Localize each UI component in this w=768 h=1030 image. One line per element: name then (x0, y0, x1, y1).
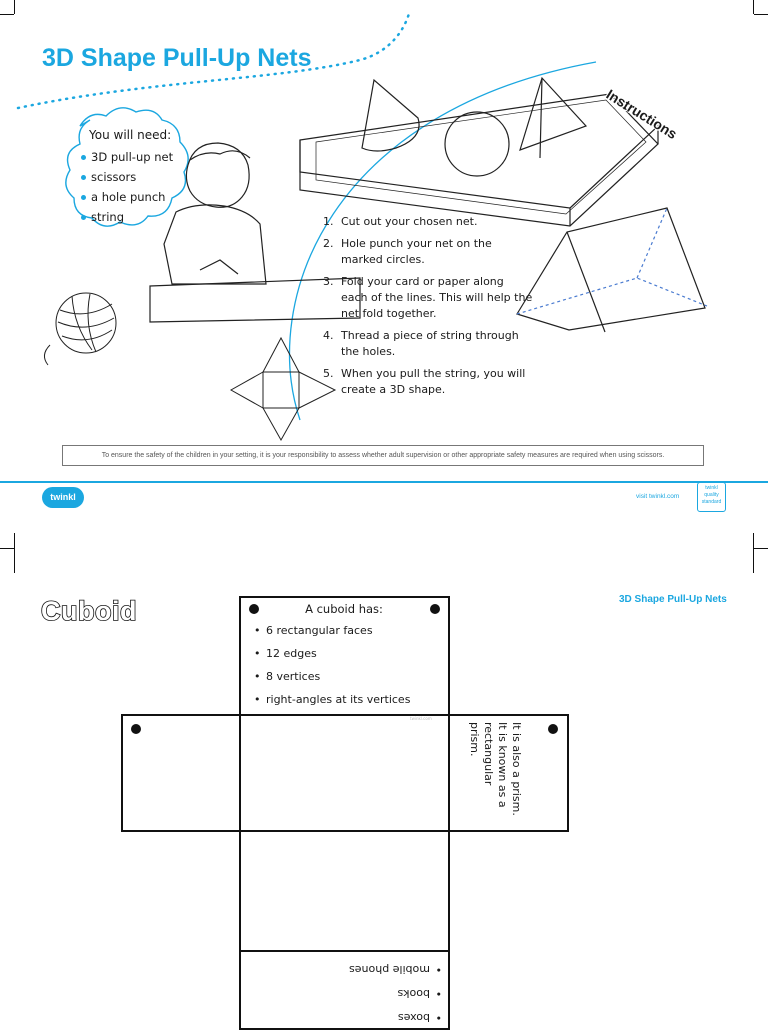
crop-mark (754, 548, 768, 549)
sandbox-illustration (299, 76, 659, 227)
step-number: 2. (323, 237, 334, 250)
bullet-icon (81, 155, 86, 160)
step-item: 4. Thread a piece of string through the h… (323, 328, 533, 360)
net-face-top (239, 596, 450, 716)
crop-mark (14, 0, 15, 14)
list-item-label: scissors (91, 170, 137, 184)
twinkl-logo[interactable]: twinkl (42, 487, 84, 508)
visit-link[interactable]: visit twinkl.com (636, 493, 680, 500)
crop-mark (753, 0, 754, 14)
step-text: When you pull the string, you will creat… (341, 367, 526, 396)
list-item-label: books (397, 987, 430, 1000)
list-item: 3D pull-up net (81, 149, 173, 169)
decor-illustrations (16, 8, 708, 442)
list-item-label: boxes (397, 1011, 430, 1024)
step-item: 3. Fold your card or paper along each of … (323, 274, 533, 322)
footer-divider (0, 481, 768, 483)
step-number: 4. (323, 329, 334, 342)
list-item: •6 rectangular faces (254, 624, 373, 637)
list-item: •8 vertices (254, 670, 321, 683)
step-item: 5. When you pull the string, you will cre… (323, 366, 533, 398)
pyramid-net-illustration (229, 336, 337, 442)
crop-mark (753, 533, 754, 573)
list-item-label: string (91, 210, 125, 224)
step-text: Thread a piece of string through the hol… (341, 329, 519, 358)
list-item: •boxes (397, 1011, 442, 1024)
cuboid-title: Cuboid (40, 595, 137, 627)
net-face-right (448, 714, 569, 832)
step-text: Hole punch your net on the marked circle… (341, 237, 492, 266)
list-item-label: 3D pull-up net (91, 150, 174, 164)
examples-list-inverted: •boxes •books •mobile phones (262, 952, 442, 1024)
bullet-icon (81, 175, 86, 180)
step-number: 3. (323, 275, 334, 288)
crop-mark (754, 14, 768, 15)
net-face-center (239, 714, 450, 832)
step-item: 1. Cut out your chosen net. (323, 214, 533, 230)
bullet-icon (81, 195, 86, 200)
list-item-label: right-angles at its vertices (266, 693, 411, 706)
punch-hole-icon (249, 604, 259, 614)
list-item: •12 edges (254, 647, 317, 660)
page-title: 3D Shape Pull-Up Nets (42, 44, 312, 72)
needs-list: 3D pull-up net scissors a hole punch str… (81, 149, 173, 229)
list-item: •mobile phones (349, 963, 442, 976)
instruction-steps: 1. Cut out your chosen net. 2. Hole punch … (323, 214, 533, 404)
list-item-label: 12 edges (266, 647, 317, 660)
child-illustration (149, 142, 361, 323)
crop-mark (0, 14, 14, 15)
step-number: 1. (323, 215, 334, 228)
list-item: •right-angles at its vertices (254, 693, 411, 706)
cuboid-facts-title: A cuboid has: (305, 602, 383, 616)
crop-mark (14, 533, 15, 573)
bullet-icon (81, 215, 86, 220)
cuboid-facts-list: •6 rectangular faces •12 edges •8 vertic… (254, 624, 410, 716)
yarn-ball-illustration (44, 292, 117, 366)
needs-title: You will need: (89, 128, 172, 142)
list-item-label: 6 rectangular faces (266, 624, 373, 637)
prism-note: It is also a prism. It is known as a rec… (467, 722, 523, 822)
step-item: 2. Hole punch your net on the marked circ… (323, 236, 533, 268)
step-number: 5. (323, 367, 334, 380)
list-item-label: 8 vertices (266, 670, 321, 683)
punch-hole-icon (548, 724, 558, 734)
list-item: a hole punch (81, 189, 173, 209)
triangular-prism-illustration (516, 207, 708, 333)
punch-hole-icon (131, 724, 141, 734)
page-subtitle: 3D Shape Pull-Up Nets (619, 594, 727, 605)
punch-hole-icon (430, 604, 440, 614)
quality-badge: twinkl quality standard (697, 482, 726, 512)
list-item: •books (397, 987, 442, 1000)
list-item-label: a hole punch (91, 190, 166, 204)
step-text: Fold your card or paper along each of th… (341, 275, 533, 320)
net-face-bottom (239, 830, 450, 952)
prism-line: It is also a prism. (510, 722, 523, 816)
crop-mark (0, 548, 14, 549)
list-item-label: mobile phones (349, 963, 430, 976)
list-item: scissors (81, 169, 173, 189)
step-text: Cut out your chosen net. (341, 215, 478, 228)
safety-note: To ensure the safety of the children in … (62, 445, 704, 466)
list-item: string (81, 209, 173, 229)
prism-line: It is known as a rectangular prism. (468, 722, 509, 808)
face-watermark: twinkl.com (410, 716, 432, 721)
